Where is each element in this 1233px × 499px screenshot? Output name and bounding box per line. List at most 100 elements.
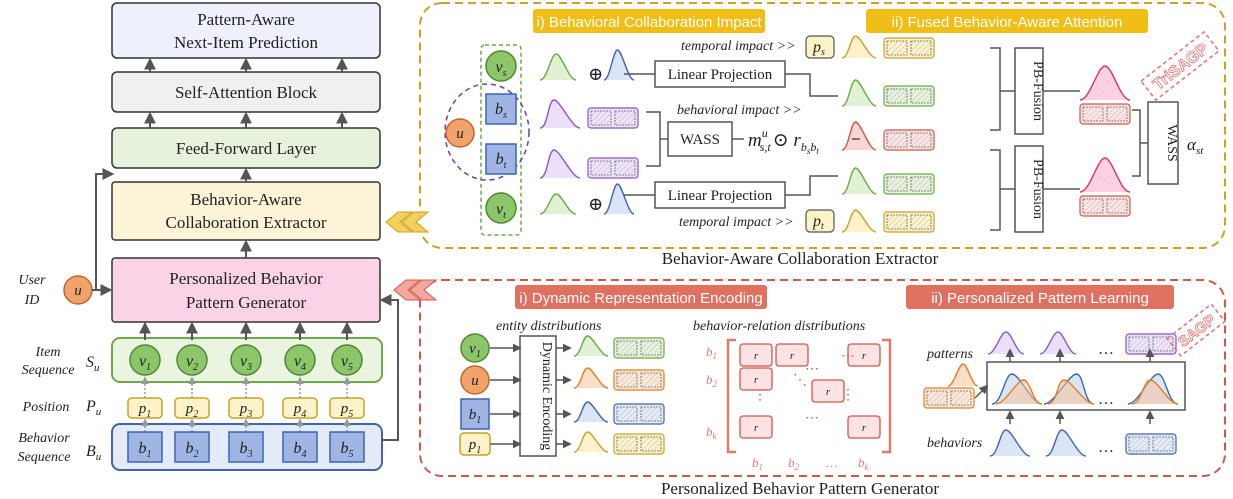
item-node-label: v3	[240, 353, 252, 373]
behavior-node-label: b3	[240, 440, 253, 460]
row-label: b2	[706, 372, 718, 389]
u-label: u	[456, 126, 464, 142]
curve-bt	[603, 183, 635, 215]
pb-fusion-bottom	[1014, 145, 1044, 233]
entity-column	[480, 44, 522, 236]
ellipsis: …	[1098, 439, 1114, 456]
extractor-panel-border	[419, 2, 1226, 249]
relation-cell-label: r	[862, 422, 867, 434]
extractor-panel: Behavior-Aware Collaboration Extractor i…	[385, 2, 1226, 268]
extractor-header-2	[866, 9, 1148, 33]
behavioral-impact: behavioral impact >>	[677, 103, 802, 118]
entity-v1	[460, 333, 490, 363]
item-node	[230, 344, 262, 376]
behavior-seq-label-1: Behavior	[18, 431, 70, 446]
behavior-node-label: b1	[139, 440, 152, 460]
entity-distributions-label: entity distributions	[496, 319, 602, 334]
col-label: b1	[752, 455, 763, 472]
vt-node	[485, 192, 517, 224]
curve-vt	[539, 193, 577, 215]
wass-label-right: WASS	[1164, 124, 1179, 161]
bs-label: bs	[495, 101, 507, 121]
prediction-line2: Next-Item Prediction	[174, 33, 318, 52]
pattern-curve-1	[987, 331, 1025, 355]
curve-ps	[841, 35, 877, 59]
generator-header-2-label: ii) Personalized Pattern Learning	[931, 290, 1149, 307]
pattern-curve-2	[1039, 331, 1077, 355]
row-label: bk	[706, 424, 718, 441]
position-box	[228, 397, 264, 419]
generator-header-1-label: i) Dynamic Representation Encoding	[519, 290, 762, 307]
bt-label: bt	[496, 151, 507, 171]
position-box	[282, 397, 318, 419]
extractor-distributions: ⊕⊕	[539, 35, 1131, 233]
extractor-header-1	[533, 9, 765, 33]
vs-node	[485, 50, 517, 82]
pattern-learning-graphics: ………	[923, 331, 1179, 457]
user-node-label: u	[74, 283, 82, 299]
relation-cell-label: r	[790, 350, 795, 362]
generator-header-2	[906, 285, 1174, 309]
extractor-line2: Collaboration Extractor	[166, 213, 327, 232]
entity-curve	[573, 401, 609, 423]
entity-v1-label: v1	[469, 341, 481, 360]
relation-cell	[739, 367, 773, 391]
entity-curve	[573, 335, 609, 357]
behavior-node	[282, 431, 318, 463]
generator-line2: Pattern Generator	[186, 293, 307, 312]
item-node	[129, 344, 161, 376]
pb-fusion-bottom-label: PB-Fusion	[1030, 159, 1045, 219]
ps-box	[805, 35, 835, 59]
item-node-label: v4	[294, 353, 306, 373]
position-symbol: Pu	[85, 398, 102, 418]
curve-stp	[841, 121, 877, 151]
chevron-icon-red	[393, 279, 438, 301]
generator-box	[111, 257, 381, 323]
item-seq-symbol: Su	[86, 354, 100, 374]
behavior-node	[174, 431, 210, 463]
relation-cell-label: r	[862, 350, 867, 362]
behavior-node	[228, 431, 264, 463]
curve-pt	[841, 209, 877, 233]
position-label: p2	[185, 401, 199, 420]
generator-panel: Personalized Behavior Pattern Generator …	[393, 279, 1226, 498]
curve-sk	[1079, 65, 1131, 101]
behavior-node-label: b5	[341, 440, 354, 460]
trisagp-stamp: TriSAGP	[1140, 30, 1220, 102]
behavior-node-label: b2	[186, 440, 199, 460]
matrix-ellipsis: ⋯	[841, 349, 855, 364]
entity-b1	[460, 398, 490, 430]
temporal-impact-top: temporal impact >>	[681, 39, 796, 54]
vs-label: vs	[495, 59, 506, 79]
position-label: p5	[340, 401, 354, 420]
relation-cell-label: r	[754, 374, 759, 386]
matrix-ellipsis: ⋯	[805, 411, 819, 426]
behavior-node	[329, 431, 365, 463]
curve-us	[539, 99, 581, 129]
relation-cell	[739, 415, 773, 439]
relation-cell	[847, 415, 881, 439]
wass-label-top: WASS	[680, 132, 720, 148]
chevron-icon	[385, 211, 430, 233]
pb-fusion-top	[1014, 47, 1044, 135]
item-node	[331, 344, 363, 376]
matrix-ellipsis: ⋯	[805, 362, 819, 377]
item-node-label: v5	[341, 353, 353, 373]
behavior-node	[127, 431, 163, 463]
dynamic-encoding-box	[519, 335, 557, 457]
entity-u-label: u	[471, 373, 479, 389]
extractor-header-1-label: i) Behavioral Collaboration Impact	[536, 14, 762, 31]
behavior-seq-label-2: Sequence	[18, 450, 71, 465]
user-id-label-1: User	[18, 273, 46, 288]
generator-line1: Personalized Behavior	[169, 269, 323, 288]
item-seq-label-1: Item	[35, 345, 61, 360]
prediction-line1: Pattern-Aware	[197, 10, 295, 29]
generator-caption: Personalized Behavior Pattern Generator	[661, 479, 939, 498]
user-behavior-ellipse	[444, 83, 530, 181]
linear-projection-top-label: Linear Projection	[668, 67, 773, 83]
curve-vsk	[841, 79, 877, 107]
oplus-top-symbol: ⊕	[588, 64, 603, 84]
relation-cell-label: r	[754, 350, 759, 362]
ellipsis: …	[1098, 391, 1114, 408]
